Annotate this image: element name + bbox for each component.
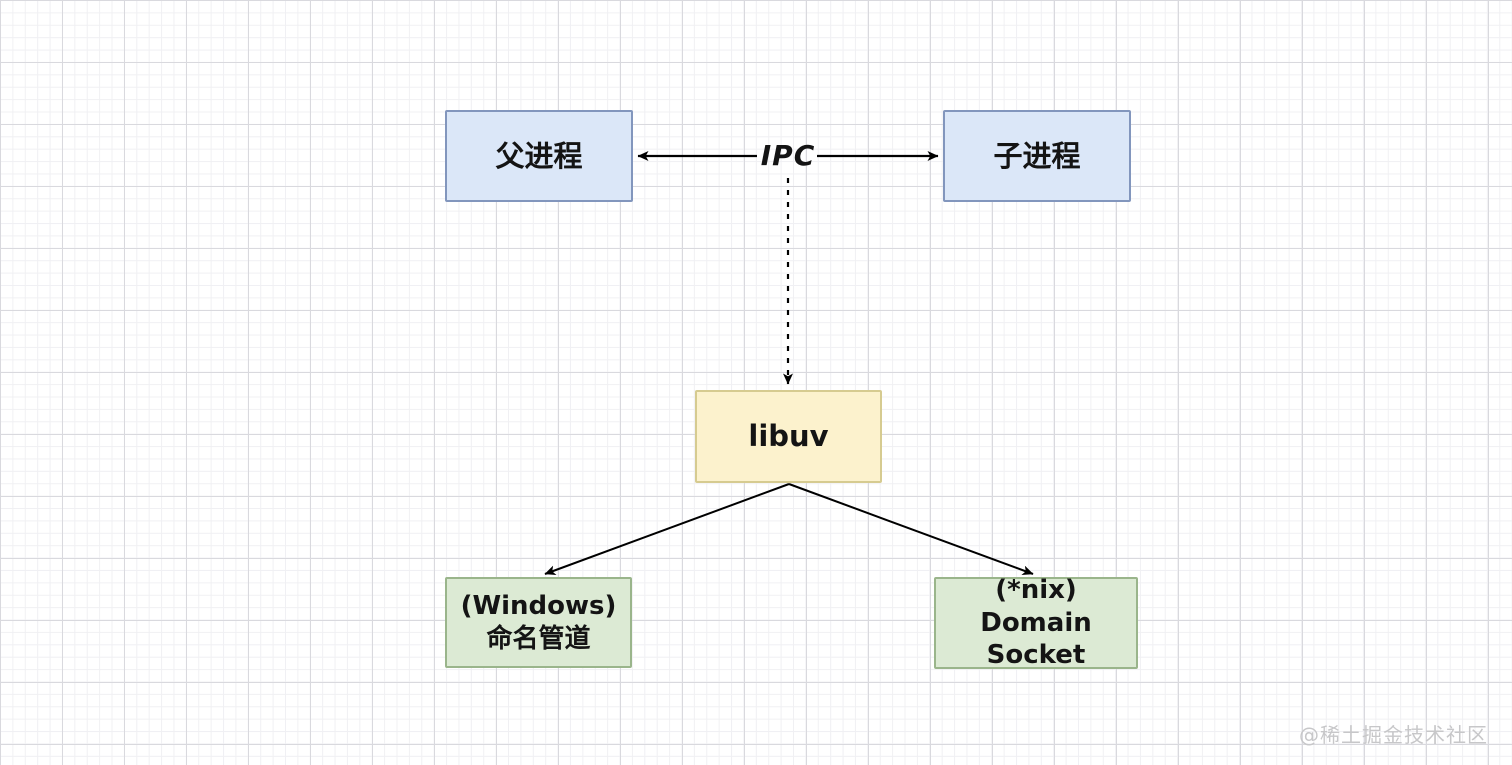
edge-libuv-to-windows	[544, 483, 790, 576]
node-unix-domain-socket: (*nix) Domain Socket	[934, 575, 1138, 671]
node-unix-domain-socket-line1: (*nix)	[995, 575, 1077, 606]
watermark: @稀土掘金技术社区	[1299, 723, 1488, 747]
node-parent-process: 父进程	[445, 110, 633, 202]
node-libuv-label: libuv	[748, 419, 829, 454]
edge-label-ipc: IPC	[760, 139, 816, 172]
node-libuv: libuv	[695, 390, 882, 483]
node-parent-process-label: 父进程	[495, 138, 583, 173]
node-windows-named-pipe-line2: 命名管道	[486, 623, 591, 654]
node-unix-domain-socket-line2: Domain Socket	[980, 607, 1092, 671]
node-child-process-label: 子进程	[993, 138, 1081, 173]
node-windows-named-pipe: (Windows) 命名管道	[445, 577, 632, 668]
node-windows-named-pipe-line1: (Windows)	[460, 591, 617, 621]
edge-libuv-to-nix	[788, 483, 1034, 576]
node-child-process: 子进程	[943, 110, 1131, 202]
